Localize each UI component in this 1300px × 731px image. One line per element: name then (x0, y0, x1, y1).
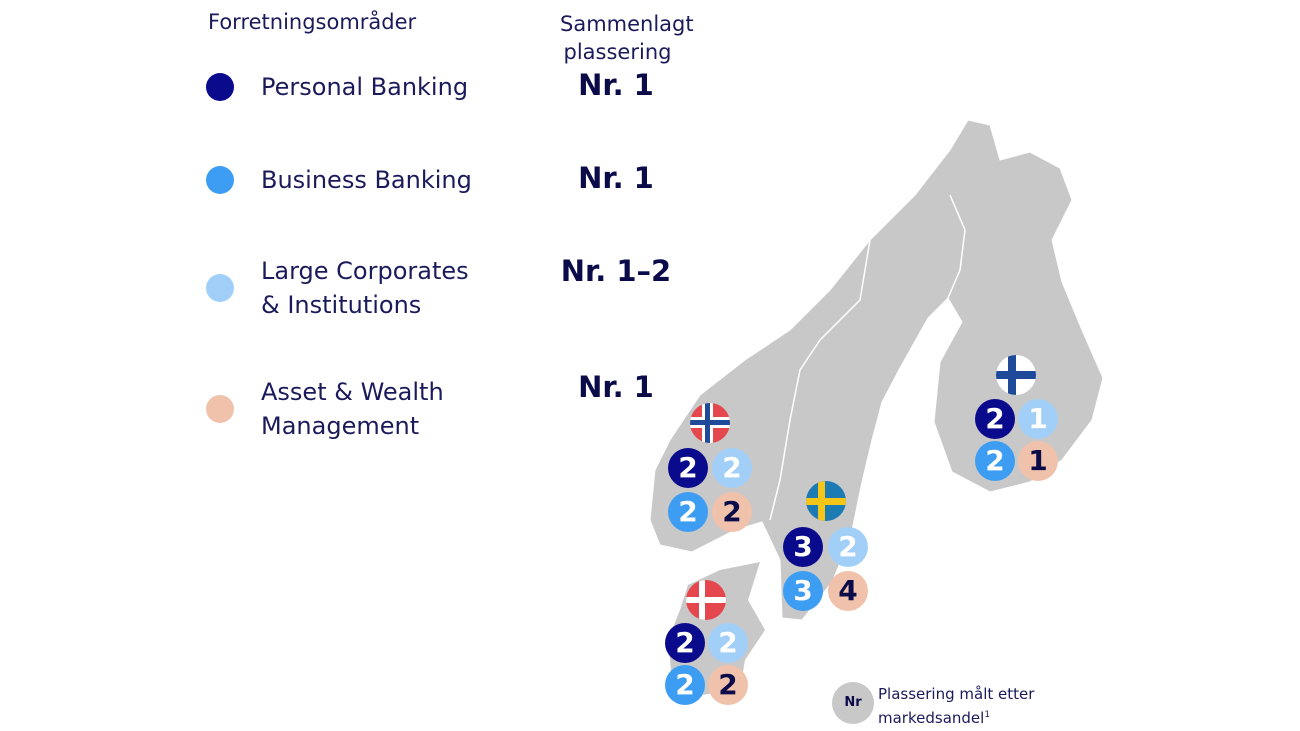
norway-asset-wealth-rank: 2 (712, 492, 752, 532)
finland-large-corporates-rank: 1 (1018, 399, 1058, 439)
norway-large-corporates-rank: 2 (712, 448, 752, 488)
area-label: Management (261, 412, 420, 440)
sweden-flag-icon (806, 481, 846, 521)
area-rank: Nr. 1–2 (560, 254, 672, 288)
denmark-business-banking-rank: 2 (665, 665, 705, 705)
finland-asset-wealth-rank: 1 (1018, 441, 1058, 481)
area-label: Large Corporates (261, 257, 469, 285)
sweden-asset-wealth-rank: 4 (828, 571, 868, 611)
area-rank: Nr. 1 (578, 68, 654, 102)
denmark-flag-icon (686, 580, 726, 620)
norway-business-banking-rank: 2 (668, 492, 708, 532)
asset-wealth-dot-icon (206, 395, 234, 423)
areas-header: Forretningsområder (208, 10, 417, 34)
personal-banking-dot-icon (206, 73, 234, 101)
sweden-large-corporates-rank: 2 (828, 527, 868, 567)
business-banking-dot-icon (206, 166, 234, 194)
finland-business-banking-rank: 2 (975, 441, 1015, 481)
denmark-asset-wealth-rank: 2 (708, 665, 748, 705)
denmark-large-corporates-rank: 2 (708, 623, 748, 663)
norway-flag-icon (690, 403, 730, 443)
area-rank: Nr. 1 (578, 370, 654, 404)
sweden-business-banking-rank: 3 (783, 571, 823, 611)
denmark-personal-banking-rank: 2 (665, 623, 705, 663)
sweden-personal-banking-rank: 3 (783, 527, 823, 567)
area-label: Asset & Wealth (261, 378, 444, 406)
norway-personal-banking-rank: 2 (668, 448, 708, 488)
finland-personal-banking-rank: 2 (975, 399, 1015, 439)
area-label: & Institutions (261, 291, 422, 319)
area-label: Business Banking (261, 166, 472, 194)
area-label: Personal Banking (261, 73, 469, 101)
large-corporates-dot-icon (206, 274, 234, 302)
legend-badge: Nr (832, 682, 874, 724)
finland-flag-icon (996, 355, 1036, 395)
area-rank: Nr. 1 (578, 161, 654, 195)
